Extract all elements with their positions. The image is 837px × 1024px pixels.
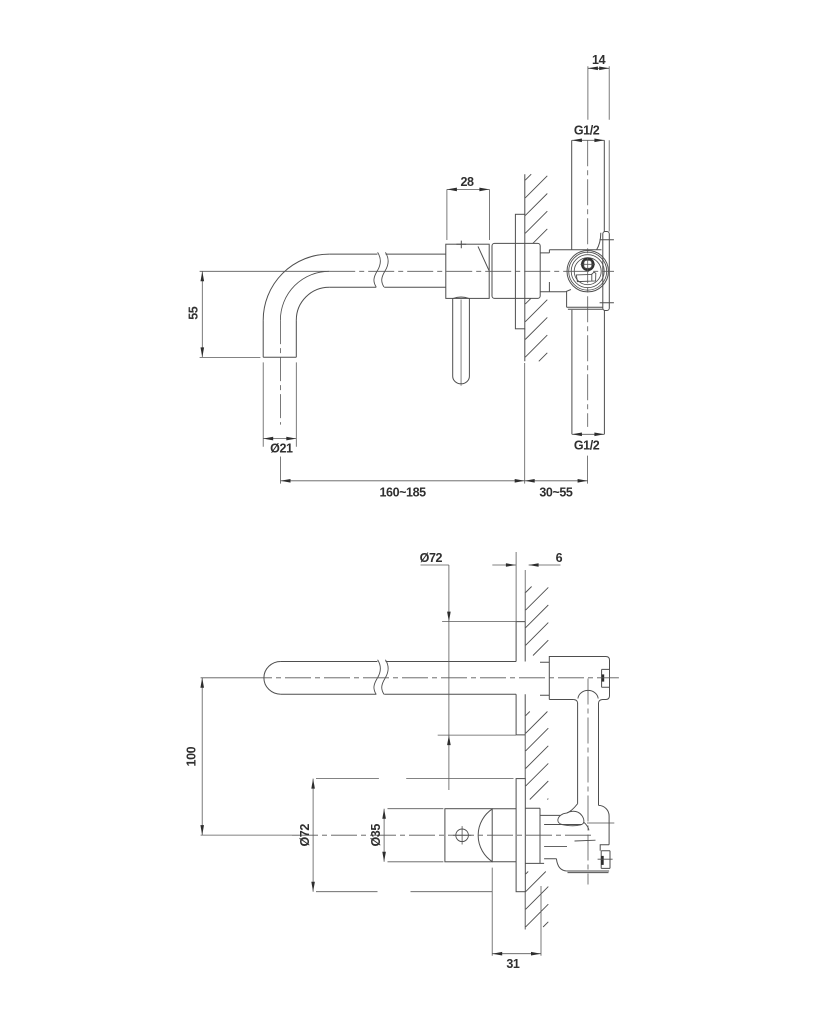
svg-text:160~185: 160~185 [379,486,426,500]
svg-text:Ø35: Ø35 [369,824,383,847]
svg-text:G1/2: G1/2 [574,123,600,137]
svg-text:100: 100 [184,746,198,766]
svg-text:Ø72: Ø72 [420,551,443,565]
svg-text:14: 14 [592,53,606,67]
svg-text:G1/2: G1/2 [574,439,600,453]
svg-text:Ø21: Ø21 [270,442,293,456]
svg-text:30~55: 30~55 [539,486,573,500]
svg-text:31: 31 [506,957,520,971]
svg-text:55: 55 [187,306,201,320]
svg-text:28: 28 [460,175,474,189]
svg-text:Ø72: Ø72 [298,824,312,847]
svg-text:6: 6 [556,551,563,565]
